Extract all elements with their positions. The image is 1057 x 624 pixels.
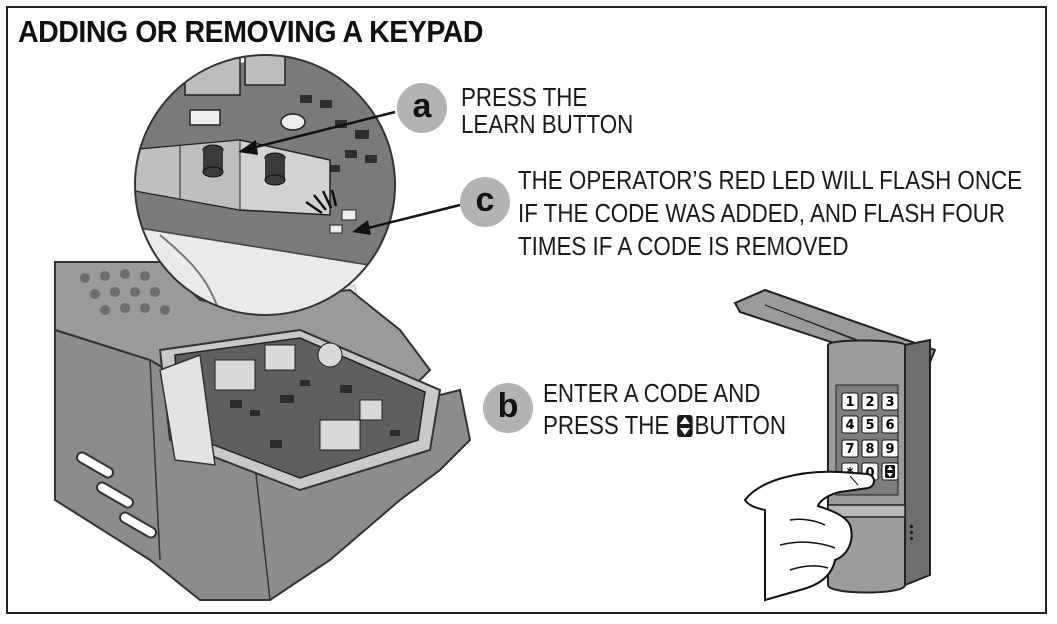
step-b-text: ENTER A CODE AND PRESS THE BUTTON: [543, 377, 786, 441]
svg-text:5: 5: [865, 418, 874, 433]
key-9: 9: [881, 439, 899, 458]
svg-text:4: 4: [845, 418, 854, 433]
step-a-badge: a: [397, 83, 447, 133]
svg-text:6: 6: [885, 418, 894, 433]
leader-line-a: [238, 110, 396, 155]
page-title: ADDING OR REMOVING A KEYPAD: [18, 14, 484, 49]
key-3: 3: [881, 392, 899, 411]
key-5: 5: [861, 415, 879, 434]
step-b-line-2-before: PRESS THE: [543, 410, 670, 440]
step-b-badge: b: [483, 383, 533, 433]
key-2: 2: [861, 392, 879, 411]
key-4: 4: [841, 415, 859, 434]
svg-text:3: 3: [885, 395, 894, 410]
up-down-arrow-icon: [677, 415, 693, 437]
key-7: 7: [841, 439, 859, 458]
step-c-line-1: THE OPERATOR’S RED LED WILL FLASH ONCE: [518, 165, 1023, 195]
step-a-line-1: PRESS THE: [461, 82, 588, 112]
svg-text:9: 9: [885, 442, 894, 457]
step-b-line-2: PRESS THE BUTTON: [543, 409, 786, 441]
hand-pressing-key: [743, 470, 875, 602]
step-c-badge: c: [460, 177, 510, 227]
step-c-text: THE OPERATOR’S RED LED WILL FLASH ONCE I…: [518, 164, 1022, 263]
svg-text:0: 0: [865, 466, 874, 481]
step-a-text: PRESS THE LEARN BUTTON: [461, 84, 633, 138]
key-enter-up-down-arrow-icon: [881, 462, 899, 481]
key-1: 1: [841, 392, 859, 411]
garage-door-opener: [54, 261, 472, 601]
step-c-line-3: TIMES IF A CODE IS REMOVED: [518, 231, 849, 261]
leader-line-c: [352, 203, 461, 235]
key-6: 6: [881, 415, 899, 434]
svg-text:1: 1: [845, 395, 854, 410]
svg-text:7: 7: [845, 442, 854, 457]
keypad-keys: 1 2 3 4 5 6 7 8 9 * 0: [841, 392, 899, 481]
step-b-line-2-after: BUTTON: [694, 410, 787, 440]
step-b-line-1: ENTER A CODE AND: [543, 378, 761, 408]
key-8: 8: [861, 439, 879, 458]
step-a-line-2: LEARN BUTTON: [461, 109, 634, 139]
svg-text:2: 2: [865, 395, 874, 410]
step-c-line-2: IF THE CODE WAS ADDED, AND FLASH FOUR: [518, 198, 1006, 228]
magnifier-circle: [134, 54, 396, 316]
svg-text:8: 8: [865, 442, 874, 457]
